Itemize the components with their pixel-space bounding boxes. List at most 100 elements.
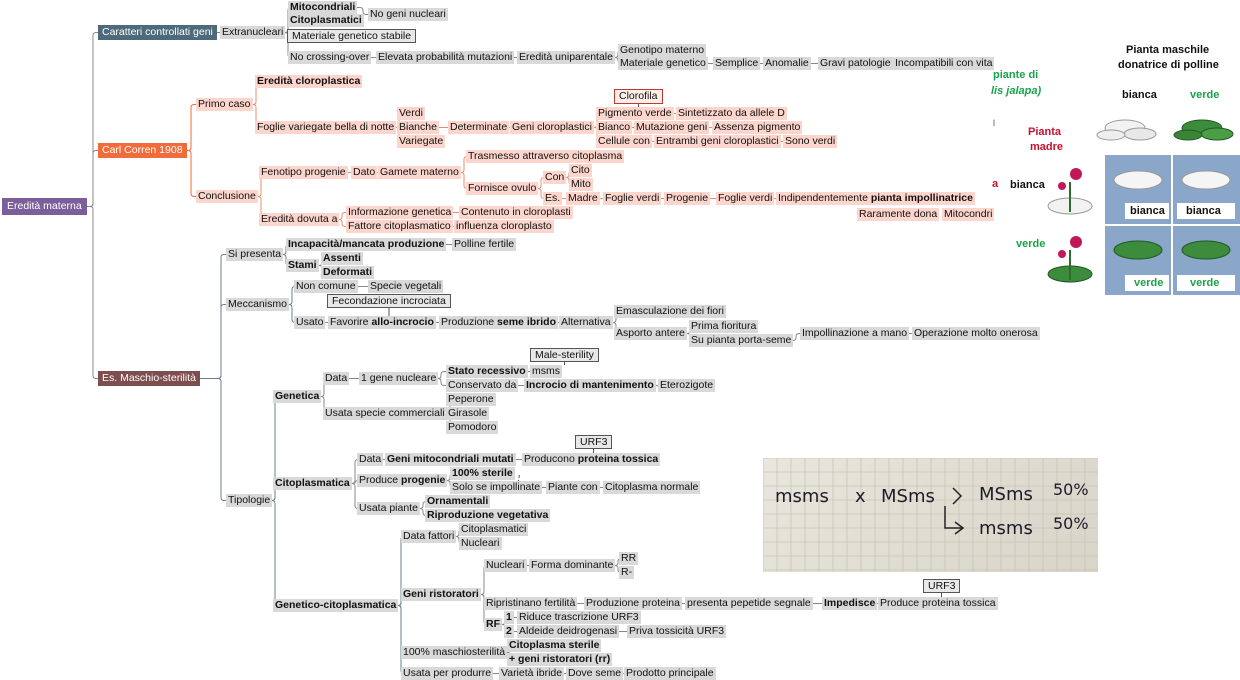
rr-node[interactable]: RR: [619, 552, 639, 565]
deformati-node[interactable]: Deformati: [321, 266, 375, 279]
maschio-sterilita-node[interactable]: Es. Maschio-sterilità: [98, 371, 200, 386]
tipologie-node[interactable]: Tipologie: [226, 494, 273, 507]
citoplasmatici-node[interactable]: Citoplasmatici: [459, 523, 529, 536]
caratteri-node[interactable]: Caratteri controllati geni: [98, 25, 217, 40]
nucleari-2-node[interactable]: Nucleari: [484, 559, 527, 572]
mito-node[interactable]: Mito: [569, 178, 593, 191]
forma-dominante-node[interactable]: Forma dominante: [529, 559, 616, 572]
si-presenta-node[interactable]: Si presenta: [226, 248, 284, 261]
citoplasma-normale-node[interactable]: Citoplasma normale: [603, 481, 701, 494]
assenza-pigmento-node[interactable]: Assenza pigmento: [712, 121, 803, 134]
produce-tossica-node[interactable]: Produce proteina tossica: [878, 597, 998, 610]
peperone-node[interactable]: Peperone: [446, 393, 496, 406]
trasmesso-node[interactable]: Trasmesso attraverso citoplasma: [466, 150, 625, 163]
riproduzione-node[interactable]: Riproduzione vegetativa: [425, 509, 551, 522]
non-comune-node[interactable]: Non comune: [294, 280, 358, 293]
produzione-node[interactable]: Produzione seme ibrido: [439, 316, 558, 329]
impollinazione-node[interactable]: Impollinazione a mano: [800, 327, 910, 340]
sono-verdi-node[interactable]: Sono verdi: [783, 135, 838, 148]
cito-node[interactable]: Cito: [569, 164, 592, 177]
eterozigote-node[interactable]: Eterozigote: [658, 379, 716, 392]
emasculazione-node[interactable]: Emasculazione dei fiori: [614, 305, 726, 318]
citoplasma-sterile-node[interactable]: Citoplasma sterile: [507, 639, 602, 652]
pigmento-verde-node[interactable]: Pigmento verde: [596, 107, 674, 120]
eredita-cloroplastica-node[interactable]: Eredità cloroplastica: [255, 75, 363, 88]
gamete-materno-node[interactable]: Gamete materno: [378, 166, 461, 179]
specie-vegetali-node[interactable]: Specie vegetali: [368, 280, 444, 293]
su-pianta-node[interactable]: Su pianta porta-seme: [689, 334, 794, 347]
aldeide-node[interactable]: Aldeide deidrogenasi: [517, 625, 620, 638]
nucleari-node[interactable]: Nucleari: [459, 537, 502, 550]
madre-node[interactable]: Madre: [566, 192, 600, 205]
data-node-1[interactable]: Data: [323, 372, 350, 385]
geni-mito-mutati-node[interactable]: Geni mitocondriali mutati: [385, 453, 516, 466]
informazione-genetica-node[interactable]: Informazione genetica: [346, 206, 454, 219]
prodotto-principale-node[interactable]: Prodotto principale: [624, 667, 716, 680]
polline-fertile-node[interactable]: Polline fertile: [452, 238, 517, 251]
usata-commerciali-node[interactable]: Usata specie commerciali: [323, 407, 447, 420]
no-crossing-node[interactable]: No crossing-over: [288, 51, 372, 64]
variegate-node[interactable]: Variegate: [397, 135, 446, 148]
pomodoro-node[interactable]: Pomodoro: [446, 421, 499, 434]
elevata-node[interactable]: Elevata probabilità mutazioni: [376, 51, 515, 64]
urf3-box-2[interactable]: URF3: [923, 579, 961, 593]
produce-progenie-node[interactable]: Produce progenie: [357, 474, 448, 487]
maschiosterilita-node[interactable]: 100% maschiosterilità: [401, 646, 508, 659]
mutazione-geni-node[interactable]: Mutazione geni: [634, 121, 710, 134]
gene-nucleare-node[interactable]: 1 gene nucleare: [359, 372, 439, 385]
ripristinano-node[interactable]: Ripristinano fertilità: [484, 597, 578, 610]
riduce-node[interactable]: Riduce trascrizione URF3: [517, 611, 641, 624]
materiale-stabile-box[interactable]: Materiale genetico stabile: [287, 29, 417, 43]
male-sterility-box[interactable]: Male-sterility: [530, 348, 599, 362]
conservato-node[interactable]: Conservato da: [446, 379, 519, 392]
citoplasmatici-node[interactable]: Citoplasmatici: [288, 14, 364, 27]
conclusione-node[interactable]: Conclusione: [196, 190, 258, 203]
fenotipo-progenie-node[interactable]: Fenotipo progenie: [259, 166, 348, 179]
rf1-node[interactable]: 1: [504, 611, 514, 624]
no-geni-nucleari-node[interactable]: No geni nucleari: [368, 8, 448, 21]
raramente-node[interactable]: Raramente dona: [857, 208, 940, 221]
data-fattori-node[interactable]: Data fattori: [401, 530, 457, 543]
materiale-genetico-node[interactable]: Materiale genetico: [618, 57, 708, 70]
eredita-dovuta-node[interactable]: Eredità dovuta a: [259, 213, 340, 226]
mitocondri-node[interactable]: Mitocondri: [942, 208, 995, 221]
fecondazione-box[interactable]: Fecondazione incrociata: [327, 294, 451, 308]
producono-node[interactable]: Producono proteina tossica: [522, 453, 661, 466]
fornisce-ovulo-node[interactable]: Fornisce ovulo: [466, 182, 539, 195]
es-node[interactable]: Es.: [543, 192, 563, 205]
ornamentali-node[interactable]: Ornamentali: [425, 495, 491, 508]
stato-recessivo-node[interactable]: Stato recessivo: [446, 365, 528, 378]
genetica-node[interactable]: Genetica: [273, 390, 322, 403]
urf3-box-1[interactable]: URF3: [575, 435, 613, 449]
operazione-node[interactable]: Operazione molto onerosa: [912, 327, 1040, 340]
determinate-node[interactable]: Determinate: [448, 121, 510, 134]
favorire-node[interactable]: Favorire allo-incrocio: [328, 316, 436, 329]
msms-node[interactable]: msms: [530, 365, 562, 378]
rf-node[interactable]: RF: [484, 618, 502, 631]
clorofila-box[interactable]: Clorofila: [614, 89, 663, 104]
sintetizzato-node[interactable]: Sintetizzato da allele D: [676, 107, 787, 120]
meccanismo-node[interactable]: Meccanismo: [226, 298, 289, 311]
data-node-2[interactable]: Data: [357, 453, 384, 466]
extranucleari-node[interactable]: Extranucleari: [220, 26, 286, 39]
girasole-node[interactable]: Girasole: [446, 407, 490, 420]
correns-node[interactable]: Carl Corren 1908: [98, 143, 187, 158]
entrambi-node[interactable]: Entrambi geni cloroplastici: [654, 135, 781, 148]
stami-node[interactable]: Stami: [286, 259, 319, 272]
semplice-node[interactable]: Semplice: [713, 57, 761, 70]
dato-node[interactable]: Dato: [351, 166, 378, 179]
mitocondriali-node[interactable]: Mitocondriali: [288, 1, 358, 14]
prima-fioritura-node[interactable]: Prima fioritura: [689, 320, 759, 333]
genetico-citoplasmatica-node[interactable]: Genetico-citoplasmatica: [273, 599, 399, 612]
progenie-node[interactable]: Progenie: [664, 192, 711, 205]
citoplasmatica-node[interactable]: Citoplasmatica: [273, 477, 352, 490]
alternativa-node[interactable]: Alternativa: [559, 316, 613, 329]
indipendentemente-node[interactable]: Indipendentemente pianta impollinatrice: [776, 192, 975, 205]
anomalie-node[interactable]: Anomalie: [763, 57, 811, 70]
usata-produrre-node[interactable]: Usata per produrre: [401, 667, 494, 680]
asporto-antere-node[interactable]: Asporto antere: [614, 327, 687, 340]
varieta-ibride-node[interactable]: Varietà ibride: [499, 667, 565, 680]
foglie-verdi-2-node[interactable]: Foglie verdi: [716, 192, 775, 205]
produzione-proteina-node[interactable]: Produzione proteina: [584, 597, 682, 610]
usato-node[interactable]: Usato: [294, 316, 326, 329]
